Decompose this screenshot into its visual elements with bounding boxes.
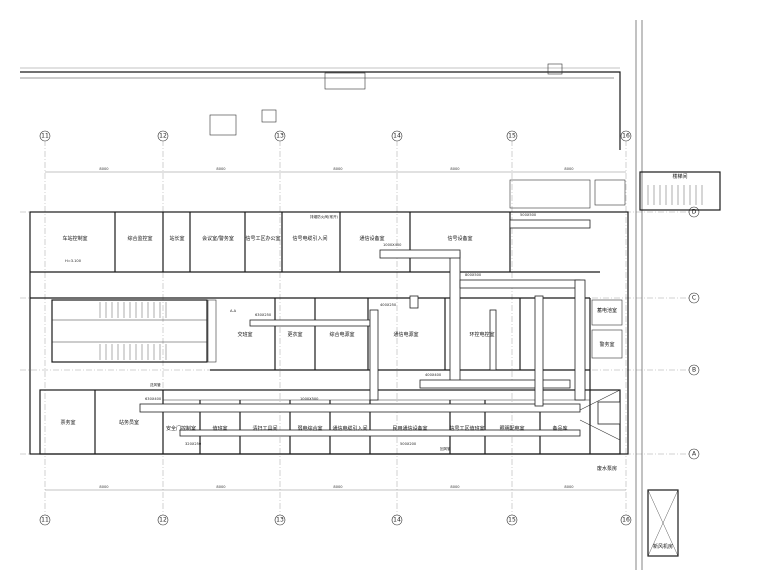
col-label: 15: [508, 517, 516, 524]
room-label: 环控电控室: [469, 331, 494, 338]
dim-text: 8000: [564, 167, 574, 171]
duct-size: 630X250: [255, 313, 272, 317]
duct-note: 送风管: [150, 382, 161, 387]
room-label: 废水泵房: [597, 465, 617, 472]
row-bubbles: D C B A: [688, 206, 700, 460]
elevation-note: H=3.100: [65, 259, 82, 263]
column-bubbles-top: 11 12 13 14 15 16: [39, 130, 632, 142]
dim-text: 8000: [99, 167, 109, 171]
duct-size: 1000X400: [383, 243, 402, 247]
dim-text: 8000: [450, 485, 460, 489]
col-label: 13: [276, 133, 284, 140]
duct-size: 500X500: [520, 213, 537, 217]
col-label: 11: [41, 133, 49, 140]
room-label: 警务室: [599, 341, 614, 348]
room-label: 票务室: [60, 419, 75, 426]
room-label: 站务员室: [119, 419, 139, 426]
room-label: 民用通信设备室: [392, 425, 427, 432]
room-label: 站长室: [169, 235, 184, 242]
room-label: 蓄电池室: [597, 307, 617, 314]
room-label: 更衣室: [287, 331, 302, 338]
room-partitions-row3: [94, 390, 590, 454]
room-label: 信号电缆引入间: [292, 235, 327, 242]
col-label: 15: [508, 133, 516, 140]
col-label: 12: [159, 517, 167, 524]
room-label: 信号设备室: [447, 235, 472, 242]
section-note: A-A: [230, 309, 237, 313]
duct-size: 320X250: [185, 442, 202, 446]
room-label: 综合电源室: [329, 331, 354, 338]
column-bubbles-bottom: 11 12 13 14 15 16: [39, 514, 632, 526]
col-label: 11: [41, 517, 49, 524]
room-labels: 车站控制室 综合监控室 站长室 会议室/警务室 信号工区办公室 信号电缆引入间 …: [60, 173, 687, 550]
room-label: 信号工区办公室: [245, 235, 280, 242]
room-label: 新风机房: [653, 543, 673, 550]
duct-size: 400X400: [425, 373, 442, 377]
dimension-lines: 8000 8000 8000 8000 8000 8000 8000 8000 …: [45, 167, 626, 491]
room-label: 信号工区值班室: [449, 425, 484, 432]
dim-text: 8000: [333, 485, 343, 489]
row-label: D: [692, 209, 697, 216]
escalator: [51, 299, 217, 363]
row-label: C: [692, 295, 696, 302]
col-label: 12: [159, 133, 167, 140]
dim-text: 8000: [450, 167, 460, 171]
duct-size: 1000X500: [300, 397, 319, 401]
room-label: 值班室: [212, 425, 227, 432]
site-boundary: [20, 20, 643, 570]
dim-text: 8000: [333, 167, 343, 171]
room-label: 弱电综合室: [297, 425, 322, 432]
room-label: 照明配电室: [499, 425, 524, 432]
duct-annotations: 500X500 1000X400 800X500 630X250 400X250…: [65, 213, 537, 451]
room-label: 通信电源室: [393, 331, 418, 338]
room-label: 会议室/警务室: [202, 235, 234, 242]
col-label: 13: [276, 517, 284, 524]
room-label: 交班室: [237, 331, 252, 338]
dim-text: 8000: [216, 485, 226, 489]
dim-text: 8000: [564, 485, 574, 489]
duct-size: 800X500: [465, 273, 482, 277]
duct-size: 400X250: [380, 303, 397, 307]
col-label: 16: [622, 133, 630, 140]
room-label: 通信设备室: [359, 235, 384, 242]
room-partitions-row2: [274, 298, 623, 454]
stair: [639, 171, 721, 557]
dim-text: 8000: [99, 485, 109, 489]
duct-note: 排烟防火阀(常开): [310, 214, 339, 219]
duct-size: 500X200: [400, 442, 417, 446]
row-label: B: [692, 367, 696, 374]
col-label: 14: [393, 133, 401, 140]
room-label: 楼梯间: [672, 173, 687, 180]
col-label: 14: [393, 517, 401, 524]
room-label: 清扫工具间: [252, 425, 277, 432]
room-label: 车站控制室: [62, 235, 87, 242]
duct-system: [139, 219, 621, 441]
duct-size: 630X400: [145, 397, 162, 401]
duct-note: 回风管: [440, 446, 451, 451]
room-label: 综合监控室: [127, 235, 152, 242]
room-label: 备品库: [552, 425, 567, 432]
row-label: A: [692, 451, 697, 458]
room-label: 通信电缆引入间: [332, 425, 367, 432]
room-label: 安全门控制室: [166, 425, 196, 432]
col-label: 16: [622, 517, 630, 524]
dim-text: 8000: [216, 167, 226, 171]
